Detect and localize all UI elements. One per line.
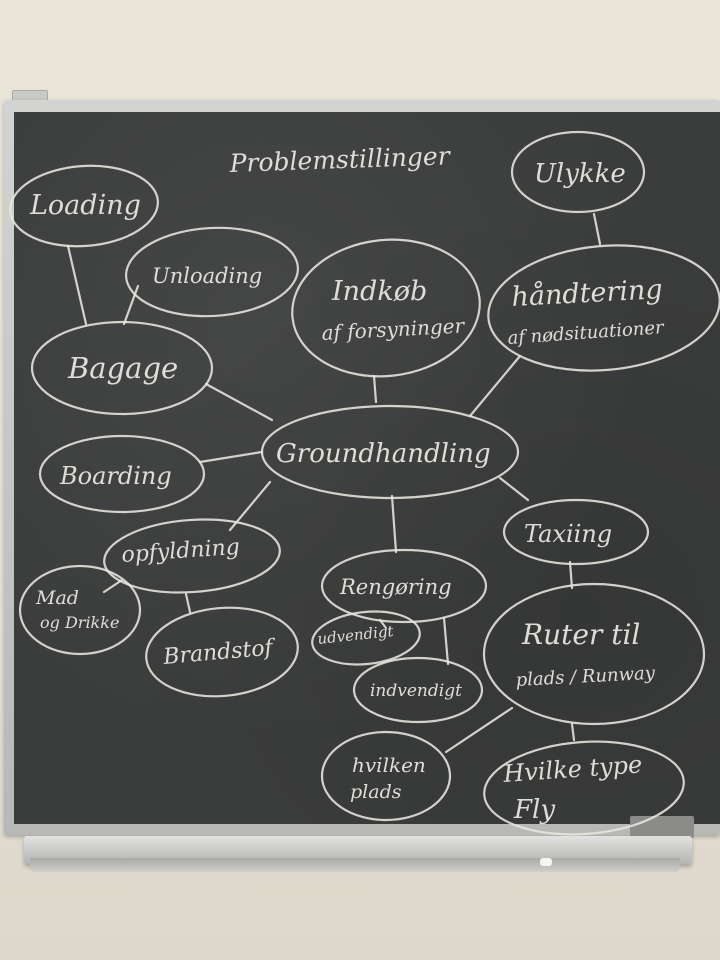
node-hvilken-outline (320, 730, 452, 822)
node-udvendigt-outline (311, 610, 421, 666)
node-udvendigt-label: udvendigt (317, 622, 396, 648)
node-rengoring-outline (320, 548, 488, 624)
node-bagage-outline (30, 320, 214, 416)
node-bagage-label: Bagage (67, 351, 178, 385)
connector-indkob-center (372, 374, 378, 404)
node-ruter-label-line2: plads / Runway (515, 663, 656, 691)
node-boarding-label: Boarding (59, 462, 172, 490)
node-unloading-outline (124, 226, 300, 318)
node-hvilke-label-line2: Fly (513, 795, 555, 825)
node-handtering-label-line2: af nødsituationer (507, 317, 666, 349)
node-mad-outline (18, 564, 142, 656)
connector-ruter-hvilke (570, 722, 576, 742)
node-boarding-outline (38, 434, 206, 514)
node-handtering-label-line1: håndtering (511, 273, 664, 313)
chalk-tray-lip (30, 858, 680, 872)
connector-handtering-center (468, 354, 522, 418)
connector-ruter-hvilken (444, 706, 514, 754)
node-center-outline (260, 404, 520, 500)
node-loading-label: Loading (29, 190, 141, 221)
node-opfyldning-outline (103, 518, 281, 594)
node-brandstof-label: Brandstof (161, 635, 277, 670)
board-title: Problemstillinger (228, 141, 452, 178)
node-hvilken-label-line2: plads (350, 781, 402, 803)
node-mad-label-line1: Mad (35, 587, 79, 609)
node-opfyldning-label: opfyldning (121, 535, 241, 568)
node-brandstof-outline (145, 606, 299, 698)
connector-opfyldning-mad (102, 578, 124, 594)
connector-loading-bagage (66, 244, 88, 326)
node-ulykke-outline (510, 130, 646, 214)
node-unloading-label: Unloading (152, 264, 262, 288)
node-ruter-label-line1: Ruter til (521, 618, 640, 651)
connector-unloading-bagage (122, 284, 140, 326)
node-mad-label-line2: og Drikke (40, 613, 119, 632)
connector-center-taxiing (498, 476, 530, 502)
node-indvendigt-outline (352, 656, 484, 724)
chalk-piece (540, 858, 552, 866)
connector-center-rengoring (390, 494, 398, 554)
node-outlines (9, 130, 720, 836)
node-indkob-outline (291, 238, 481, 378)
node-loading-outline (9, 164, 159, 248)
chalkboard (14, 112, 720, 824)
connector-boarding-center (198, 450, 264, 464)
node-indkob-label-line1: Indkøb (331, 276, 427, 307)
connector-taxiing-ruter (568, 560, 574, 590)
node-ruter-outline (482, 582, 706, 726)
node-hvilken-label-line1: hvilken (352, 753, 426, 777)
node-center-label: Groundhandling (276, 439, 491, 469)
node-hvilke-outline (483, 740, 685, 836)
node-ulykke-label: Ulykke (534, 159, 626, 189)
node-indkob-label-line2: af forsyninger (321, 313, 466, 345)
connector-opfyldning-brandstof (184, 592, 192, 614)
node-taxiing-label: Taxiing (524, 520, 612, 548)
connector-rengoring-indvendigt (442, 616, 450, 666)
connector-bagage-center (204, 382, 274, 422)
node-rengoring-label: Rengøring (339, 575, 452, 599)
connector-ulykke-handtering (592, 212, 602, 246)
node-indvendigt-label: indvendigt (370, 681, 462, 701)
node-taxiing-outline (502, 498, 650, 566)
